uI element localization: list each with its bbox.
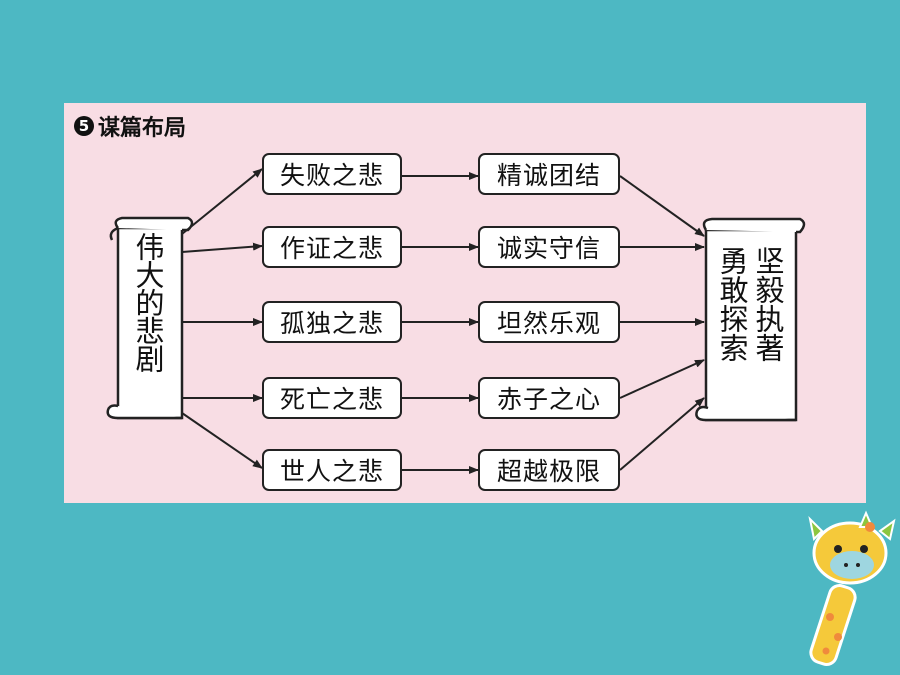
root-connectors [181,168,263,469]
middle-connectors [402,172,479,474]
tragedy-box-1: 失败之悲 [262,153,402,195]
virtue-box-4: 赤子之心 [478,377,620,419]
conclusion-text-left: 勇敢探索 [715,246,749,362]
connector-right-4 [619,359,705,399]
right-connectors [619,175,705,471]
connector-root-2 [181,242,263,253]
giraffe-decoration [808,510,896,666]
left-scroll-shape [106,216,194,420]
virtue-box-5: 超越极限 [478,449,620,491]
tragedy-box-2: 作证之悲 [262,226,402,268]
connector-right-1 [619,175,705,237]
tragedy-box-3: 孤独之悲 [262,301,402,343]
root-label: 伟大的悲剧 [131,232,165,372]
virtue-box-1: 精诚团结 [478,153,620,195]
giraffe-icon [808,510,896,666]
tragedy-box-4: 死亡之悲 [262,377,402,419]
right-scroll-shape [695,217,806,422]
virtue-box-3: 坦然乐观 [478,301,620,343]
virtue-box-2: 诚实守信 [478,226,620,268]
section-title: 5 谋篇布局 [74,110,186,142]
connector-root-5 [181,412,263,469]
conclusion-text-right: 坚毅执著 [751,246,785,362]
tragedy-box-5: 世人之悲 [262,449,402,491]
number-badge: 5 [74,116,94,136]
section-title-text: 谋篇布局 [98,116,187,141]
connector-root-1 [181,168,263,235]
connector-right-5 [619,397,705,471]
